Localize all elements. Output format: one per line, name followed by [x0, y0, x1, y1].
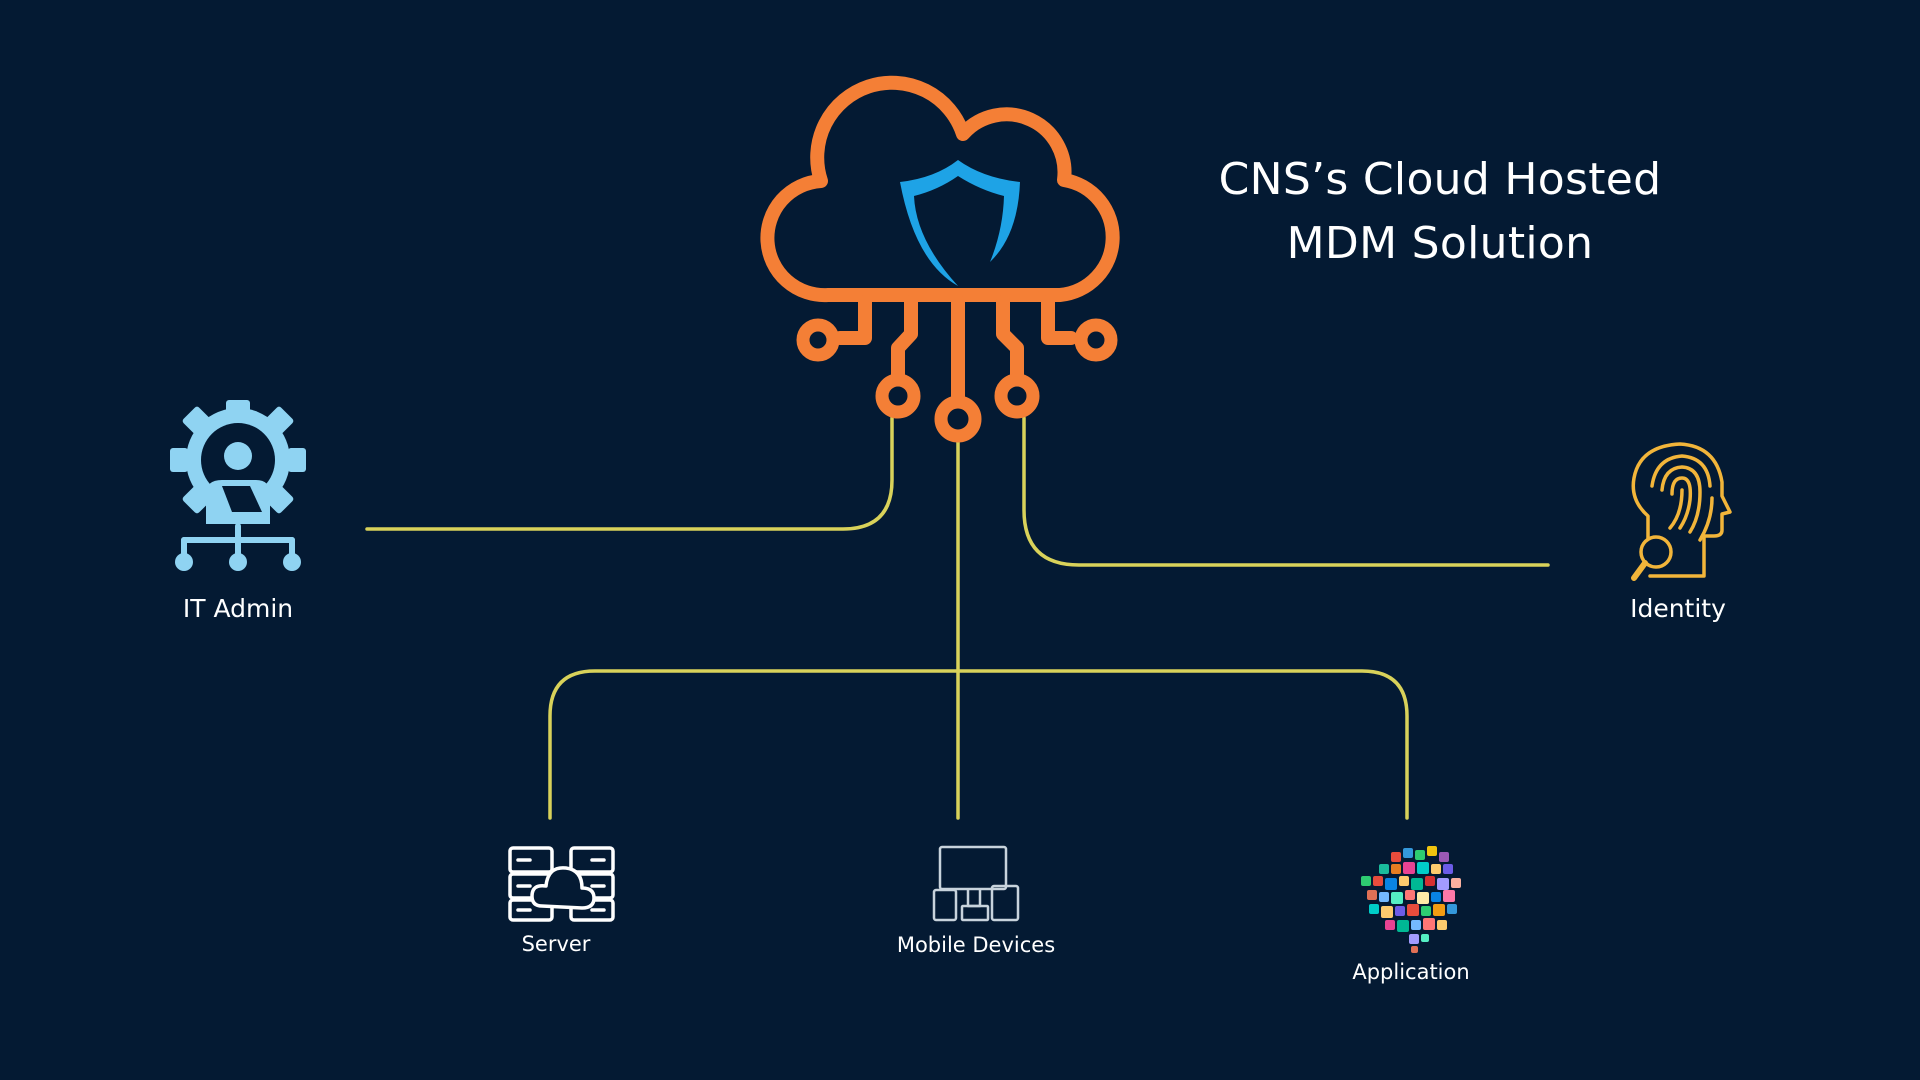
- application-label: Application: [1352, 960, 1470, 984]
- admin-gear-icon: [170, 400, 306, 571]
- devices-icon: [932, 845, 1020, 922]
- mobile-devices-label: Mobile Devices: [896, 933, 1056, 957]
- server-cloud-icon: [508, 846, 615, 922]
- fingerprint-head-icon: [1631, 442, 1732, 581]
- connector-branch: [548, 669, 1409, 820]
- connector-it-admin: [365, 416, 894, 531]
- shield-icon: [900, 160, 1020, 286]
- title-line-2: MDM Solution: [1286, 218, 1594, 269]
- title-line-1: CNS’s Cloud Hosted: [1218, 154, 1662, 205]
- cloud-shield-circuit-icon: [760, 75, 1120, 443]
- app-cluster-icon: [1361, 846, 1461, 953]
- it-admin-label: IT Admin: [182, 594, 294, 623]
- diagram-title: CNS’s Cloud Hosted MDM Solution: [1170, 148, 1710, 276]
- connector-identity: [1022, 416, 1550, 567]
- identity-label: Identity: [1630, 594, 1726, 623]
- server-label: Server: [521, 932, 591, 956]
